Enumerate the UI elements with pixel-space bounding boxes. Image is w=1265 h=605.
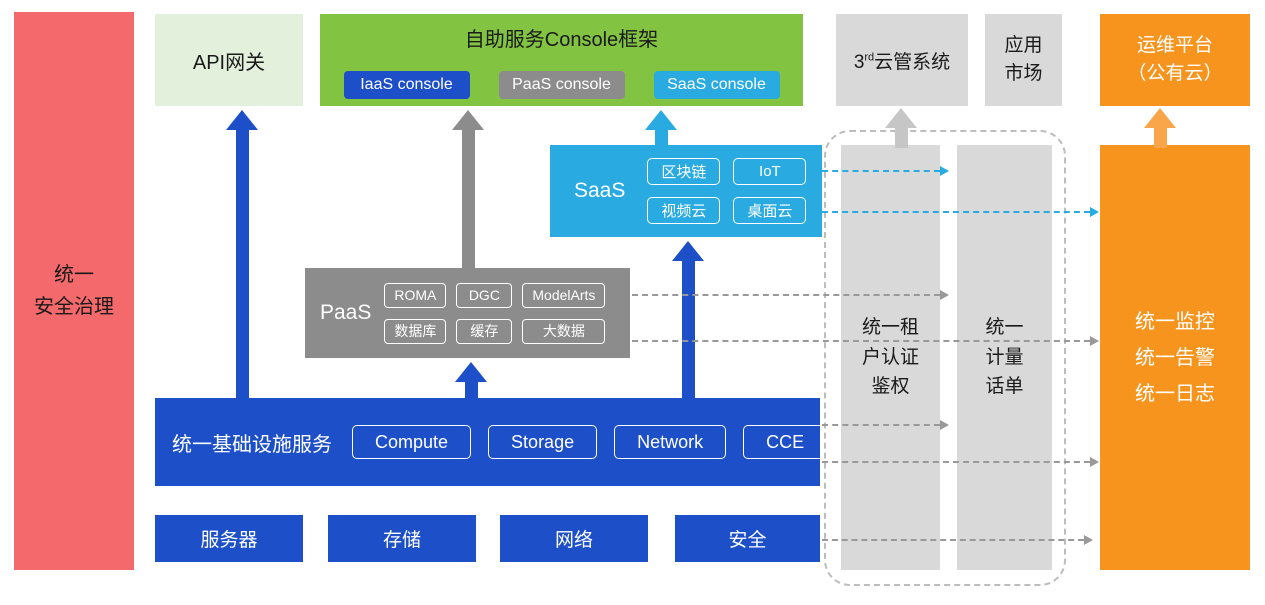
api-gateway-box: API网关 [155, 14, 303, 106]
dashed-connector-iaas-to-ops [822, 461, 1090, 463]
paas-label: PaaS [320, 301, 372, 324]
iaas-bar: 统一基础设施服务 Compute Storage Network CCE [155, 398, 828, 486]
saas-box: SaaS 区块链 IoT 视频云 桌面云 [550, 145, 822, 237]
paas-item-database: 数据库 [384, 318, 447, 344]
arrow-ops-to-om-platform [1144, 108, 1176, 148]
app-market-label: 应用 市场 [1004, 34, 1043, 85]
console-framework-box: 自助服务Console框架 IaaS console PaaS console … [320, 14, 803, 106]
arrow-saas-to-console [645, 110, 677, 145]
paas-item-dgc: DGC [456, 282, 513, 308]
hw-item-storage: 存储 [328, 515, 476, 562]
iaas-item-compute: Compute [352, 425, 472, 459]
iaas-item-network: Network [614, 425, 727, 459]
iaas-item-storage: Storage [488, 425, 598, 459]
hw-item-server: 服务器 [155, 515, 303, 562]
iaas-item-cce: CCE [743, 425, 828, 459]
arrow-iaas-to-api-gateway [226, 110, 258, 398]
ops-monitoring-label: 统一监控 统一告警 统一日志 [1135, 310, 1215, 405]
paas-item-bigdata: 大数据 [522, 318, 606, 344]
om-platform-box: 运维平台 （公有云） [1100, 14, 1250, 106]
paas-console-button: PaaS console [498, 71, 625, 99]
saas-items-grid: 区块链 IoT 视频云 桌面云 [647, 158, 807, 224]
dashed-connector-iaas-to-auth [822, 424, 940, 426]
security-governance-bar: 统一 安全治理 [14, 12, 134, 570]
dashed-arrowhead [940, 166, 949, 176]
dashed-arrowhead [1090, 457, 1099, 467]
hw-item-network: 网络 [500, 515, 648, 562]
iaas-label: 统一基础设施服务 [172, 433, 332, 456]
paas-item-modelarts: ModelArts [522, 282, 606, 308]
dashed-arrowhead [1090, 336, 1099, 346]
shared-services-dashed-container [824, 130, 1066, 586]
metering-label: 统一 计量 话单 [985, 317, 1024, 398]
saas-console-button: SaaS console [653, 71, 780, 99]
saas-label: SaaS [574, 179, 626, 202]
arrow-paas-to-console [452, 110, 484, 268]
saas-item-blockchain: 区块链 [647, 158, 721, 185]
third-party-cloud-box: 3rd云管系统 [836, 14, 968, 106]
dashed-connector-paas-to-auth [632, 294, 940, 296]
metering-column: 统一 计量 话单 [957, 145, 1052, 570]
dashed-arrowhead [1090, 207, 1099, 217]
tenant-auth-label: 统一租 户认证 鉴权 [861, 317, 919, 398]
paas-items-grid: ROMA DGC ModelArts 数据库 缓存 大数据 [384, 282, 606, 344]
dashed-connector-saas-to-ops [822, 211, 1090, 213]
app-market-box: 应用 市场 [985, 14, 1062, 106]
hw-item-security: 安全 [675, 515, 820, 562]
paas-box: PaaS ROMA DGC ModelArts 数据库 缓存 大数据 [305, 268, 630, 358]
arrow-iaas-to-saas [672, 241, 704, 398]
third-party-cloud-label: 3rd云管系统 [853, 51, 951, 73]
dashed-arrowhead [1084, 535, 1093, 545]
saas-item-video-cloud: 视频云 [647, 197, 721, 224]
paas-item-cache: 缓存 [456, 318, 513, 344]
dashed-arrowhead [940, 290, 949, 300]
paas-item-roma: ROMA [384, 282, 447, 308]
arrow-iaas-to-paas [455, 362, 487, 398]
api-gateway-label: API网关 [192, 51, 266, 74]
console-framework-title: 自助服务Console框架 [464, 29, 659, 51]
dashed-connector-paas-to-ops [632, 340, 1090, 342]
saas-item-desktop-cloud: 桌面云 [733, 197, 807, 224]
dashed-arrowhead [940, 420, 949, 430]
om-platform-label: 运维平台 （公有云） [1127, 34, 1223, 85]
saas-item-iot: IoT [733, 158, 807, 185]
ops-monitoring-bar: 统一监控 统一告警 统一日志 [1100, 145, 1250, 570]
tenant-auth-column: 统一租 户认证 鉴权 [841, 145, 940, 570]
iaas-console-button: IaaS console [343, 71, 470, 99]
dashed-connector-security-to-ops [822, 539, 1084, 541]
console-buttons-row: IaaS console PaaS console SaaS console [320, 71, 803, 99]
arrow-auth-to-third-party [885, 108, 917, 148]
dashed-connector-saas-to-auth [822, 170, 940, 172]
security-governance-label: 统一 安全治理 [34, 264, 114, 318]
